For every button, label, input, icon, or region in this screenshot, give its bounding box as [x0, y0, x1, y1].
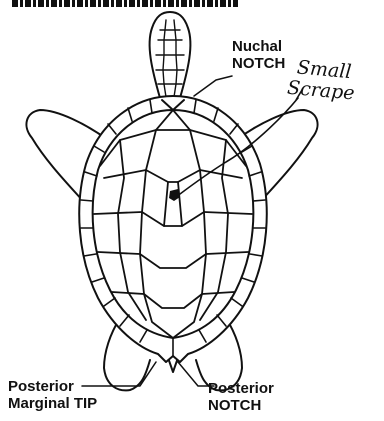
nuchal-leader: [194, 76, 232, 96]
posterior-notch-label: Posterior NOTCH: [208, 380, 274, 414]
post-notch-line2: NOTCH: [208, 397, 274, 414]
nuchal-notch-label: Nuchal NOTCH: [232, 38, 285, 72]
nuchal-label-line1: Nuchal: [232, 38, 285, 55]
post-tip-line2: Marginal TIP: [8, 395, 97, 412]
posterior-marginal-tip-label: Posterior Marginal TIP: [8, 378, 97, 412]
carapace-outer: [79, 96, 267, 362]
post-notch-line1: Posterior: [208, 380, 274, 397]
small-scrape-label: Small Scrape: [294, 57, 357, 104]
nuchal-label-line2: NOTCH: [232, 55, 285, 72]
post-tip-line1: Posterior: [8, 378, 97, 395]
